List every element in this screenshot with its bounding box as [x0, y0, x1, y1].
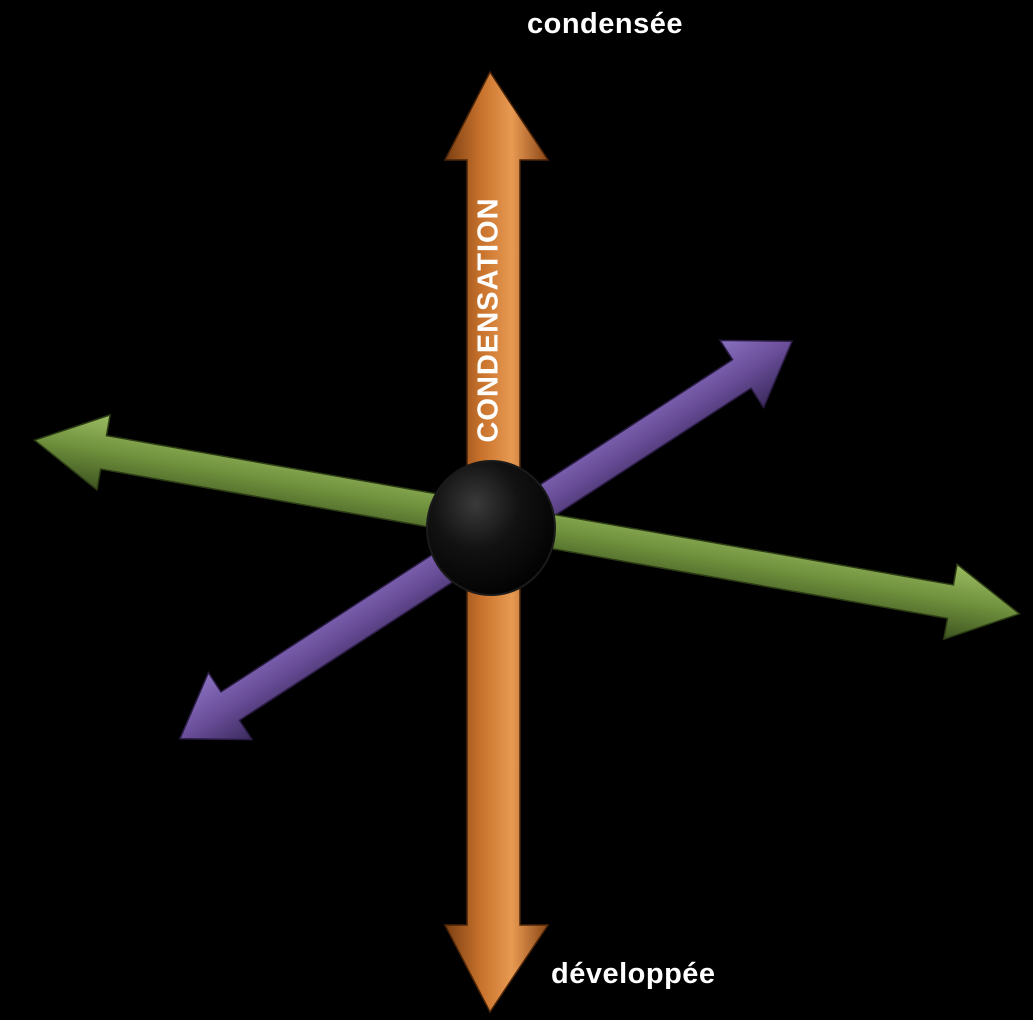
vertical-axis-title: CONDENSATION: [472, 197, 505, 443]
top-axis-label: condensée: [527, 8, 683, 40]
center-node: [426, 460, 556, 596]
bottom-axis-label: développée: [551, 958, 716, 990]
